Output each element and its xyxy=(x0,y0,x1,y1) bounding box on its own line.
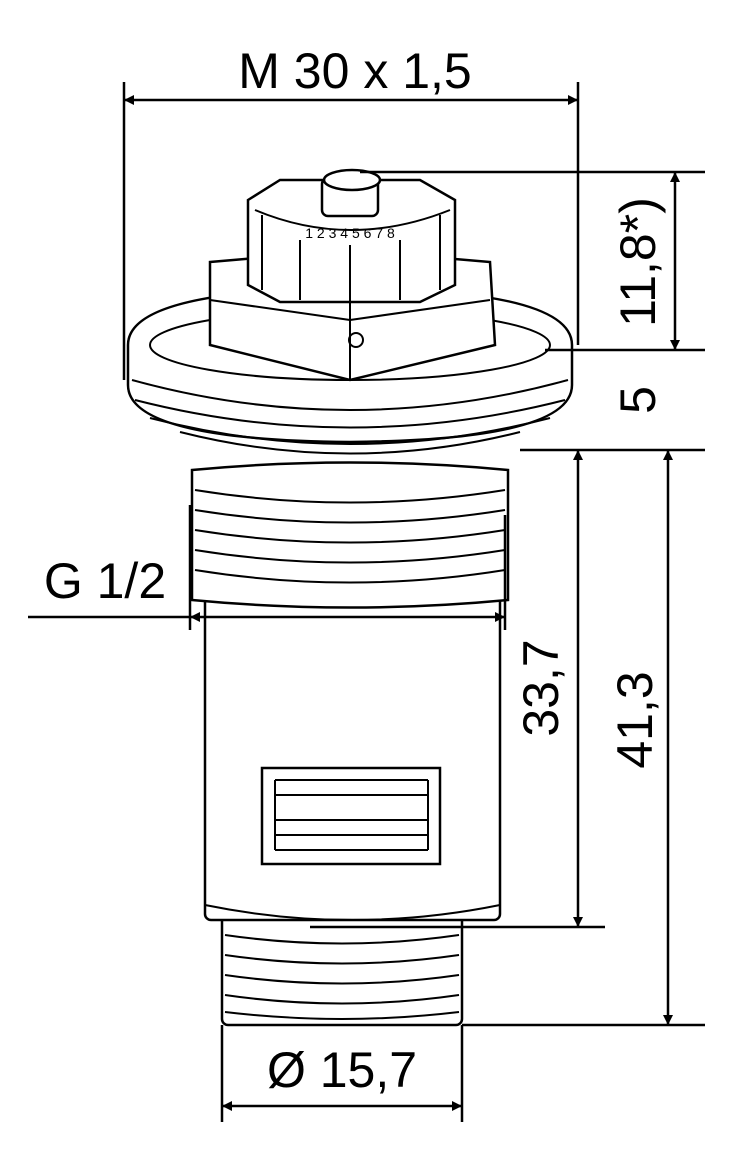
dim-bottom-diameter: Ø 15,7 xyxy=(220,1025,464,1122)
dim-thread: G 1/2 xyxy=(28,505,507,630)
dim-pin-height: 11,8*) xyxy=(360,170,705,350)
dim-nut-height: 5 xyxy=(520,348,705,452)
g-half-thread xyxy=(190,461,510,609)
dim-body-length: 33,7 xyxy=(310,450,605,929)
bottom-thread xyxy=(220,913,464,1027)
flow-window xyxy=(260,766,442,866)
body-length-label: 33,7 xyxy=(513,639,569,736)
total-length-label: 41,3 xyxy=(607,671,663,768)
top-cap: 1 2 3 4 5 6 7 8 xyxy=(246,178,457,304)
top-width-label: M 30 x 1,5 xyxy=(238,43,471,99)
nut-height-label: 5 xyxy=(610,386,666,414)
dim-total-length: 41,3 xyxy=(462,450,705,1027)
valve-insert-body: 1 2 3 4 5 6 7 8 xyxy=(126,168,574,1027)
bottom-diameter-label: Ø 15,7 xyxy=(267,1042,417,1098)
valve-pin xyxy=(320,168,382,218)
pin-height-label: 11,8*) xyxy=(610,197,666,327)
dim-top-width: M 30 x 1,5 xyxy=(122,43,580,380)
thread-label: G 1/2 xyxy=(44,553,166,609)
cap-marking: 1 2 3 4 5 6 7 8 xyxy=(305,225,395,241)
